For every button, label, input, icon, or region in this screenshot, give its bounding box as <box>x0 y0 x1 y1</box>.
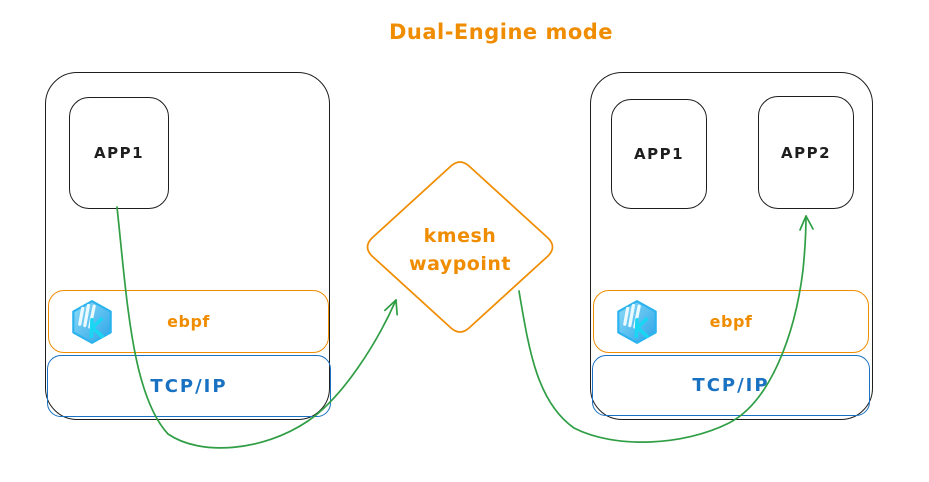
waypoint-label-line1: kmesh <box>423 225 497 247</box>
right-tcpip-box: TCP/IP <box>592 355 870 416</box>
right-tcpip-label: TCP/IP <box>692 375 770 396</box>
left-ebpf-label: ebpf <box>167 312 210 331</box>
kmesh-logo-icon <box>617 300 657 344</box>
left-app1-box: APP1 <box>69 97 169 209</box>
left-tcpip-box: TCP/IP <box>47 355 331 417</box>
right-app1-label: APP1 <box>633 145 685 163</box>
right-app2-label: APP2 <box>780 143 832 162</box>
waypoint-label: kmesh waypoint <box>380 222 540 278</box>
left-tcpip-label: TCP/IP <box>150 375 228 397</box>
diagram-title: Dual-Engine mode <box>388 20 614 44</box>
right-app2-box: APP2 <box>758 96 854 209</box>
left-ebpf-box: ebpf <box>48 290 329 353</box>
right-node-container: APP1 APP2 ebpf TCP/IP <box>590 72 873 420</box>
right-app1-box: APP1 <box>611 99 707 209</box>
kmesh-logo-icon <box>72 300 112 344</box>
right-ebpf-label: ebpf <box>709 312 753 331</box>
waypoint-label-line2: waypoint <box>409 253 511 275</box>
right-ebpf-box: ebpf <box>593 290 869 353</box>
left-app1-label: APP1 <box>93 144 145 162</box>
left-node-container: APP1 ebpf TCP/IP <box>45 72 331 420</box>
